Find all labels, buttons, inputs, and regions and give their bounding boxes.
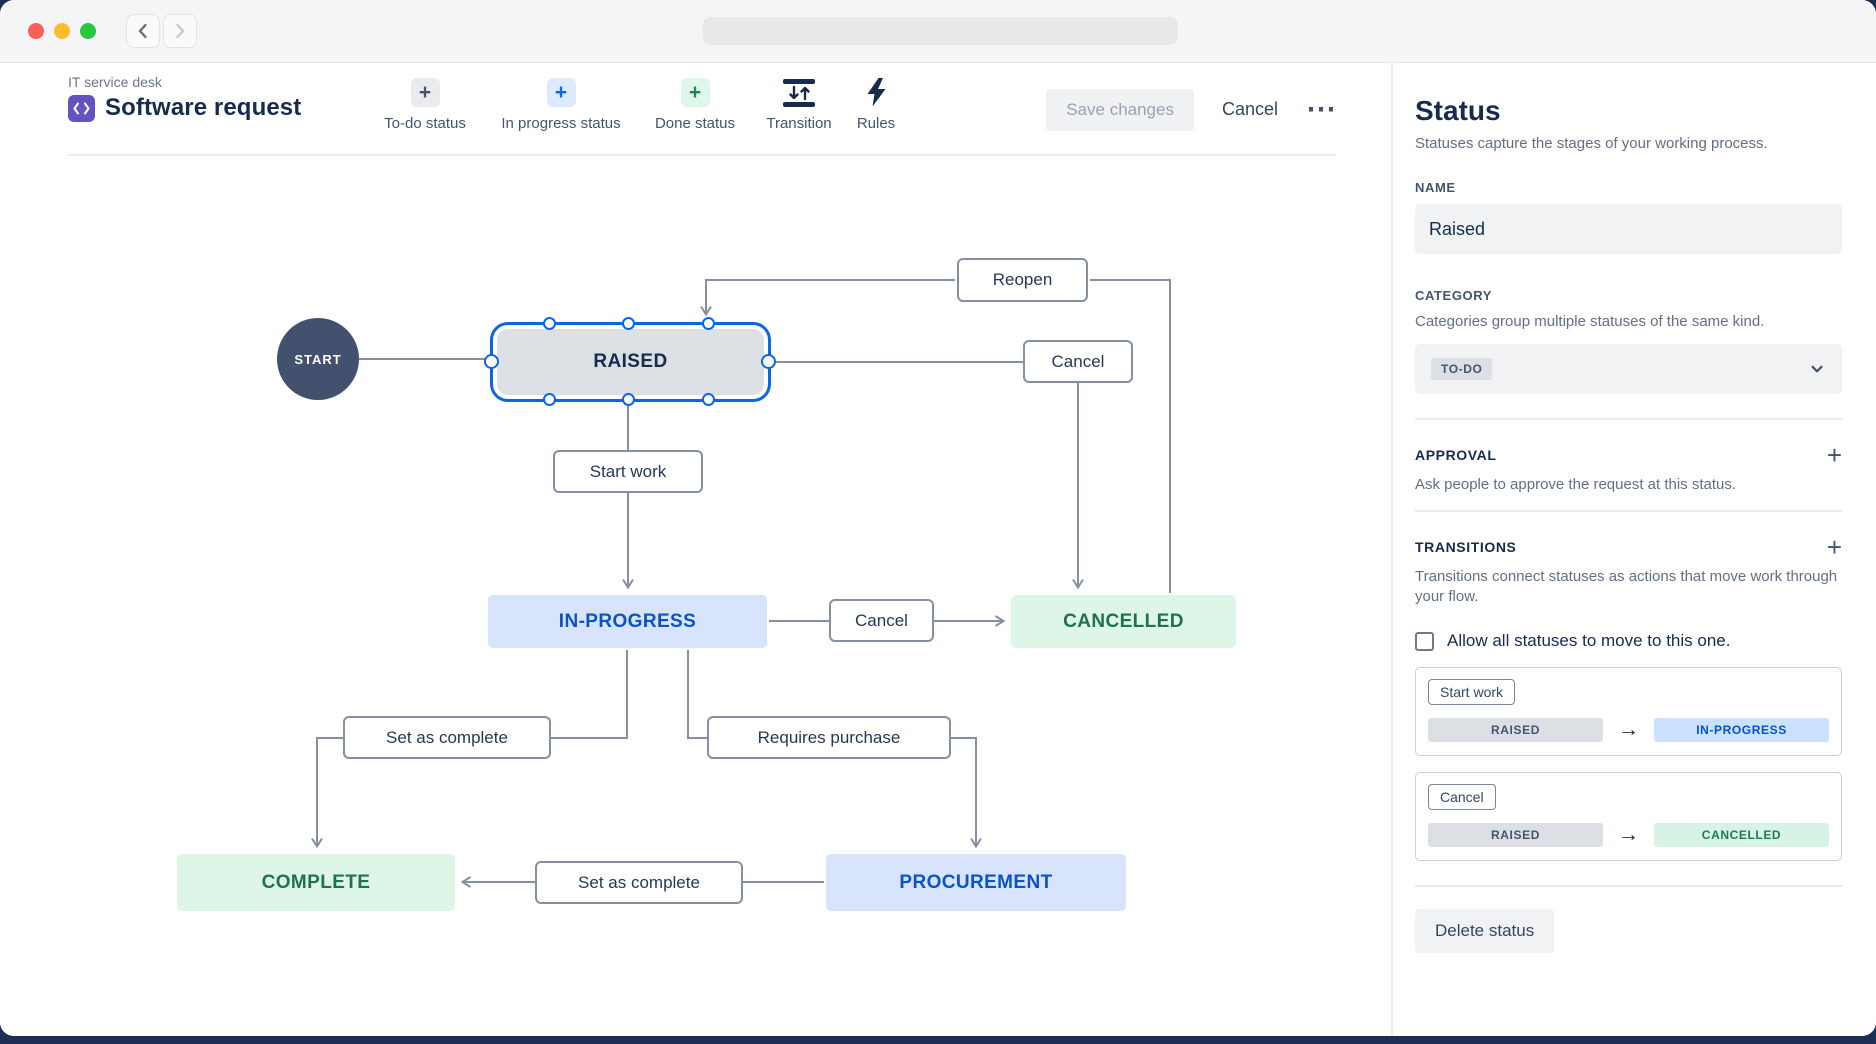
forward-button[interactable] [163,14,197,48]
plus-icon: + [1826,440,1842,471]
selection-handle[interactable] [702,393,715,406]
transition-card-start-work[interactable]: Start work RAISED → IN-PROGRESS [1415,667,1842,756]
plus-icon: + [688,81,702,104]
delete-status-button[interactable]: Delete status [1415,909,1555,953]
panel-title: Status [1415,95,1501,126]
approval-section-label: APPROVAL [1415,447,1497,464]
save-changes-button[interactable]: Save changes [1046,88,1194,131]
chevron-down-icon [1811,365,1823,373]
back-button[interactable] [126,14,160,48]
transition-name-chip[interactable]: Start work [1428,679,1516,705]
status-node-complete[interactable]: COMPLETE [177,854,455,911]
start-node[interactable]: START [277,318,359,400]
category-field-label: CATEGORY [1415,288,1493,303]
chevron-right-icon [176,23,185,39]
window-titlebar [0,0,1876,63]
transition-label-start-work[interactable]: Start work [553,450,703,493]
add-approval-button[interactable]: + [1827,442,1842,468]
plus-icon: + [554,81,568,104]
allow-all-statuses-label: Allow all statuses to move to this one. [1447,631,1731,650]
add-done-status-label: Done status [654,115,736,132]
transition-label-set-as-complete-bottom[interactable]: Set as complete [535,861,743,904]
minimize-window-button[interactable] [54,23,70,39]
divider [1415,885,1842,887]
panel-subtitle: Statuses capture the stages of your work… [1415,135,1768,152]
add-inprogress-status-label: In progress status [501,115,621,132]
selection-handle[interactable] [622,393,635,406]
from-status-lozenge: RAISED [1428,718,1603,742]
workflow-canvas[interactable]: START RAISED IN-PROGRESS CANCELLED COMPL… [0,156,1391,1036]
selection-handle[interactable] [543,317,556,330]
category-dropdown[interactable]: TO-DO [1415,344,1842,395]
divider [1415,418,1842,421]
status-node-in-progress[interactable]: IN-PROGRESS [488,595,767,648]
status-detail-panel: Status Statuses capture the stages of yo… [1391,63,1876,1036]
transition-label-cancel-mid[interactable]: Cancel [829,599,934,642]
add-transition-button[interactable]: Transition [729,78,869,132]
plus-icon: + [1826,531,1842,562]
more-icon: ⋯ [1306,92,1336,126]
allow-all-statuses-checkbox[interactable] [1415,631,1434,651]
add-done-status-button[interactable]: + Done status [625,78,765,132]
rules-button[interactable]: Rules [806,78,946,132]
status-node-raised-label: RAISED [497,329,764,395]
arrow-right-icon: → [1618,823,1639,846]
page-title: Software request [105,94,302,121]
zoom-window-button[interactable] [80,23,96,39]
connection-handle-right[interactable] [761,354,776,369]
status-node-cancelled[interactable]: CANCELLED [1011,595,1236,648]
selection-handle[interactable] [543,393,556,406]
selection-handle[interactable] [702,317,715,330]
connection-handle-left[interactable] [484,354,499,369]
plus-icon: + [418,81,432,104]
transition-icon [783,78,815,107]
transitions-description: Transitions connect statuses as actions … [1415,567,1838,605]
add-inprogress-status-button[interactable]: + In progress status [491,78,631,132]
transition-label-requires-purchase[interactable]: Requires purchase [707,716,951,759]
cancel-button[interactable]: Cancel [1221,99,1278,119]
transition-tool-label: Transition [766,115,832,132]
selection-handle[interactable] [622,317,635,330]
add-transition-button-panel[interactable]: + [1827,534,1842,560]
approval-description: Ask people to approve the request at thi… [1415,476,1737,494]
project-icon [68,94,95,122]
lightning-bolt-icon [867,78,886,107]
rules-tool-label: Rules [856,115,896,132]
chevron-left-icon [138,23,147,39]
close-window-button[interactable] [28,23,44,39]
breadcrumb[interactable]: IT service desk [68,74,162,90]
code-icon [73,102,90,114]
transition-label-reopen[interactable]: Reopen [957,258,1088,302]
transition-name-chip[interactable]: Cancel [1428,784,1496,810]
to-status-lozenge: IN-PROGRESS [1654,718,1829,742]
name-field-label: NAME [1415,180,1456,195]
workflow-editor-main: IT service desk Software request + To-do… [0,63,1391,1036]
editor-toolbar: IT service desk Software request + To-do… [0,63,1391,156]
to-status-lozenge: CANCELLED [1654,823,1829,847]
add-todo-status-label: To-do status [384,115,466,132]
address-bar[interactable] [703,17,1178,45]
transition-label-set-as-complete-left[interactable]: Set as complete [343,716,551,759]
status-node-raised[interactable]: RAISED [484,317,776,406]
status-name-input[interactable] [1415,204,1842,254]
from-status-lozenge: RAISED [1428,823,1603,847]
divider [1415,509,1842,512]
add-todo-status-button[interactable]: + To-do status [355,78,495,132]
category-description: Categories group multiple statuses of th… [1415,313,1765,330]
status-node-procurement[interactable]: PROCUREMENT [826,854,1126,911]
arrow-right-icon: → [1618,718,1639,741]
traffic-lights [28,23,96,39]
category-value-lozenge: TO-DO [1431,358,1493,381]
transition-label-cancel-top[interactable]: Cancel [1023,340,1133,383]
transitions-section-label: TRANSITIONS [1415,538,1517,555]
transition-card-cancel[interactable]: Cancel RAISED → CANCELLED [1415,772,1842,861]
